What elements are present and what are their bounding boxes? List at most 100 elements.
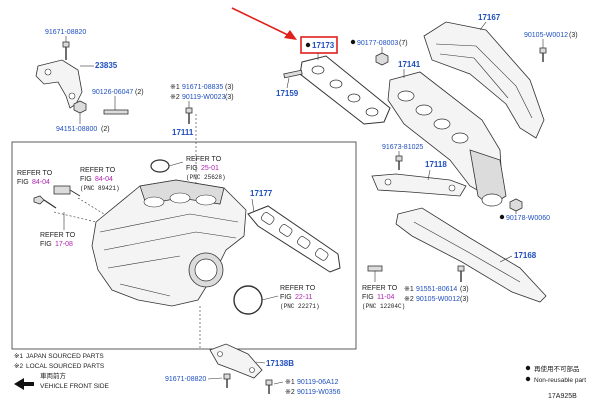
non-reusable-dot-17173 [305, 42, 311, 48]
oil-pipe-part[interactable] [367, 265, 383, 272]
heat-insulator-17168[interactable] [395, 207, 547, 303]
legend-vehicle-front: VEHICLE FRONT SIDE [40, 383, 110, 390]
part-number-91671-08820-top[interactable]: 91671-08820 [45, 29, 86, 36]
ref5-pnc: (PNC 22271) [280, 303, 320, 310]
ref2-pnc: (PNC 89421) [80, 185, 120, 192]
legend-local-sourced: LOCAL SOURCED PARTS [26, 363, 105, 370]
marker-japan-1-c: ※1 [285, 379, 295, 386]
bolt-90105-w0012-top[interactable] [539, 47, 547, 62]
bracket-17118[interactable] [371, 173, 467, 197]
intake-manifold-17111[interactable] [91, 179, 247, 307]
bolt-91673-81025[interactable] [395, 155, 403, 170]
part-number-17173[interactable]: 17173 [312, 41, 335, 50]
qty-91551-80614: (3) [460, 286, 469, 293]
sensor-pnc-89421[interactable] [53, 185, 81, 197]
vehicle-front-arrow-icon [14, 378, 34, 390]
marker-local-2-c: ※2 [285, 389, 295, 396]
bracket-17138b[interactable] [209, 343, 263, 379]
marker-japan-1: ※1 [170, 84, 180, 91]
ref5-fig-label: FIG [280, 294, 292, 301]
marker-local-2: ※2 [170, 94, 180, 101]
nut-90178-w0060[interactable] [509, 198, 523, 212]
part-number-90119-06a12[interactable]: 90119-06A12 [297, 379, 339, 386]
ref4-title: REFER TO [186, 156, 222, 163]
non-reusable-dot-90178 [499, 214, 505, 220]
part-number-17138b[interactable]: 17138B [266, 359, 294, 368]
qty-90119-w0023: (3) [225, 94, 234, 101]
exhaust-manifold-17141[interactable] [387, 71, 507, 207]
ref1-fig-link[interactable]: 84-04 [32, 179, 50, 186]
part-number-17168[interactable]: 17168 [514, 251, 537, 260]
part-number-17159[interactable]: 17159 [276, 89, 299, 98]
ref2-fig-label: FIG [80, 176, 92, 183]
bolt-91671-08820-top[interactable] [62, 41, 70, 60]
part-number-90105-w0012-bot[interactable]: 90105-W0012 [416, 296, 460, 303]
part-number-91551-80614[interactable]: 91551-80614 [416, 286, 457, 293]
legend-japan-sourced: JAPAN SOURCED PARTS [26, 353, 104, 360]
ref5-fig-link[interactable]: 22-11 [295, 294, 312, 301]
part-number-90177-08003[interactable]: 90177-08003 [357, 40, 398, 47]
bolt-90119-06a12[interactable] [265, 379, 273, 394]
bolt-left-small[interactable] [33, 195, 57, 209]
qty-90177-08003: (7) [399, 40, 408, 47]
throttle-gasket-ring[interactable] [233, 285, 263, 315]
legend-marker-2: ※2 [14, 363, 23, 370]
ref2-fig-link[interactable]: 84-04 [95, 176, 113, 183]
part-number-91671-08820-bottom[interactable]: 91671-08820 [165, 376, 206, 383]
ref6-pnc: (PNC 12204C) [362, 303, 405, 310]
ref3-fig-link[interactable]: 17-08 [55, 241, 73, 248]
qty-90105-w0012-top: (3) [569, 32, 578, 39]
legend-non-reusable: Non-reusable part [534, 377, 586, 384]
ref5-title: REFER TO [280, 285, 316, 292]
part-number-94151-08800[interactable]: 94151-08800 [56, 126, 97, 133]
part-number-90105-w0012-top[interactable]: 90105-W0012 [524, 32, 568, 39]
ref6-fig-link[interactable]: 11-04 [377, 294, 394, 301]
ref3-fig-label: FIG [40, 241, 52, 248]
part-number-17111[interactable]: 17111 [172, 128, 194, 137]
part-number-90119-w0356[interactable]: 90119-W0356 [297, 389, 341, 396]
highlight-box-17173 [300, 36, 338, 54]
qty-90105-w0012-bot: (3) [460, 296, 469, 303]
nut-94151-08800[interactable] [73, 100, 87, 114]
part-number-23835[interactable]: 23835 [95, 61, 118, 70]
heat-insulator-17167[interactable] [423, 21, 545, 139]
part-number-17177[interactable]: 17177 [250, 189, 273, 198]
part-number-90178-w0060[interactable]: 90178-W0060 [506, 215, 550, 222]
arrow-indicator [231, 7, 297, 40]
intake-gasket-17177[interactable] [247, 205, 341, 273]
part-number-91671-08835[interactable]: 91671-08835 [182, 84, 223, 91]
stud-17159[interactable] [283, 69, 303, 79]
stud-90126-06047[interactable] [103, 109, 129, 115]
ref6-title: REFER TO [362, 285, 398, 292]
bracket-23835[interactable] [35, 59, 83, 109]
legend-non-reusable-jp: 再使用不可部品 [534, 364, 580, 373]
part-number-91673-81025[interactable]: 91673-81025 [382, 144, 423, 151]
ref3-title: REFER TO [40, 232, 76, 239]
ref4-fig-link[interactable]: 25-01 [201, 165, 219, 172]
exhaust-gasket-17173[interactable] [299, 55, 391, 125]
part-number-17167[interactable]: 17167 [478, 13, 501, 22]
marker-japan-1-b: ※1 [404, 286, 414, 293]
qty-90126-06047: (2) [135, 89, 144, 96]
bolt-91551-80614[interactable] [457, 265, 465, 282]
nut-90177-08003[interactable] [375, 52, 389, 66]
non-reusable-legend-dot-2 [525, 376, 531, 382]
part-number-17141[interactable]: 17141 [398, 60, 421, 69]
bolt-91671-08835[interactable] [185, 107, 193, 124]
bolt-91671-08820-bottom[interactable] [223, 373, 231, 388]
ref1-title: REFER TO [17, 170, 53, 177]
ref4-pnc: (PNC 25628) [186, 174, 226, 181]
ref1-fig-label: FIG [17, 179, 29, 186]
part-number-17118[interactable]: 17118 [425, 160, 447, 169]
gasket-ring-upper[interactable] [150, 159, 170, 173]
part-number-90126-06047[interactable]: 90126-06047 [92, 89, 133, 96]
part-number-90119-w0023[interactable]: 90119-W0023 [182, 94, 226, 101]
qty-91671-08835: (3) [225, 84, 234, 91]
marker-local-2-b: ※2 [404, 296, 414, 303]
non-reusable-dot-90177 [350, 39, 356, 45]
qty-94151-08800: (2) [101, 126, 110, 133]
ref6-fig-label: FIG [362, 294, 374, 301]
intake-manifold-group-box [11, 141, 357, 350]
